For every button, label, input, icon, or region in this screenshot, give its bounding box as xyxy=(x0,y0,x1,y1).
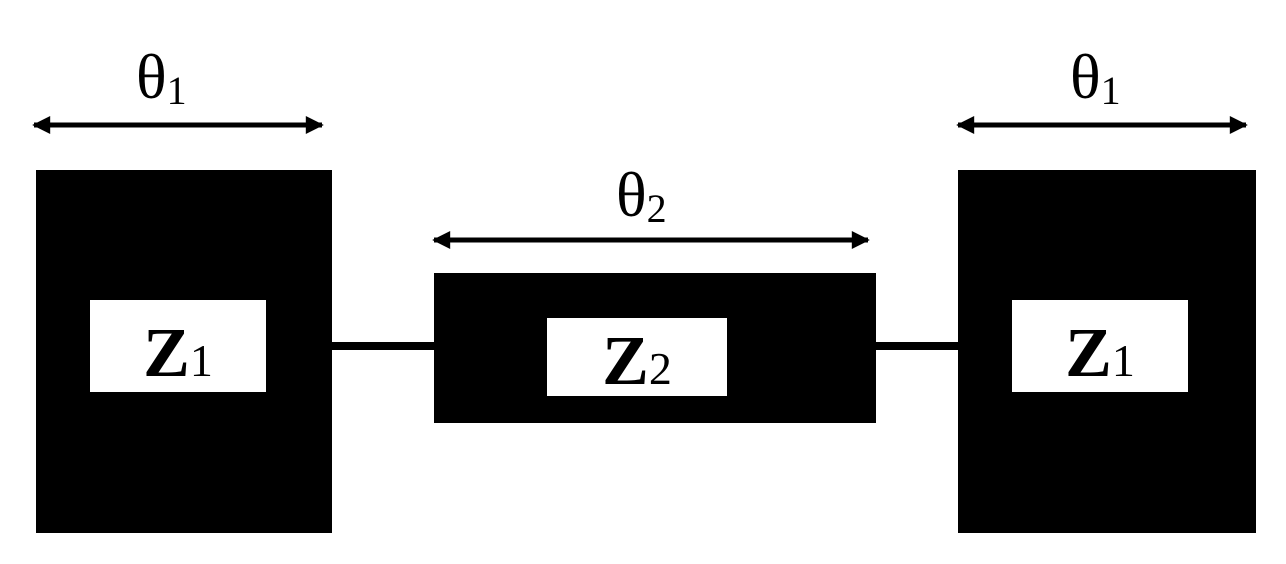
section-left: θ1 Z1 xyxy=(32,41,332,533)
section-middle: θ2 Z2 xyxy=(432,159,876,423)
length-symbol-right: θ xyxy=(1070,41,1101,112)
impedance-box-right xyxy=(1012,300,1188,392)
length-index-middle: 2 xyxy=(647,186,667,231)
impedance-index-left: 1 xyxy=(190,335,213,386)
impedance-symbol-middle: Z xyxy=(602,323,649,400)
impedance-label-right: Z1 xyxy=(1065,315,1135,392)
length-symbol-middle: θ xyxy=(616,159,647,230)
length-label-right: θ1 xyxy=(1070,41,1121,113)
impedance-label-left: Z1 xyxy=(143,315,213,392)
impedance-index-right: 1 xyxy=(1112,335,1135,386)
length-symbol-left: θ xyxy=(136,41,167,112)
impedance-box-left xyxy=(90,300,266,392)
length-index-left: 1 xyxy=(167,68,187,113)
impedance-symbol-right: Z xyxy=(1065,315,1112,392)
length-label-middle: θ2 xyxy=(616,159,667,231)
impedance-symbol-left: Z xyxy=(143,315,190,392)
length-label-left: θ1 xyxy=(136,41,187,113)
length-index-right: 1 xyxy=(1101,68,1121,113)
impedance-index-middle: 2 xyxy=(649,343,672,394)
section-right: θ1 Z1 xyxy=(956,41,1256,533)
impedance-box-middle xyxy=(547,318,727,396)
impedance-label-middle: Z2 xyxy=(602,323,672,400)
